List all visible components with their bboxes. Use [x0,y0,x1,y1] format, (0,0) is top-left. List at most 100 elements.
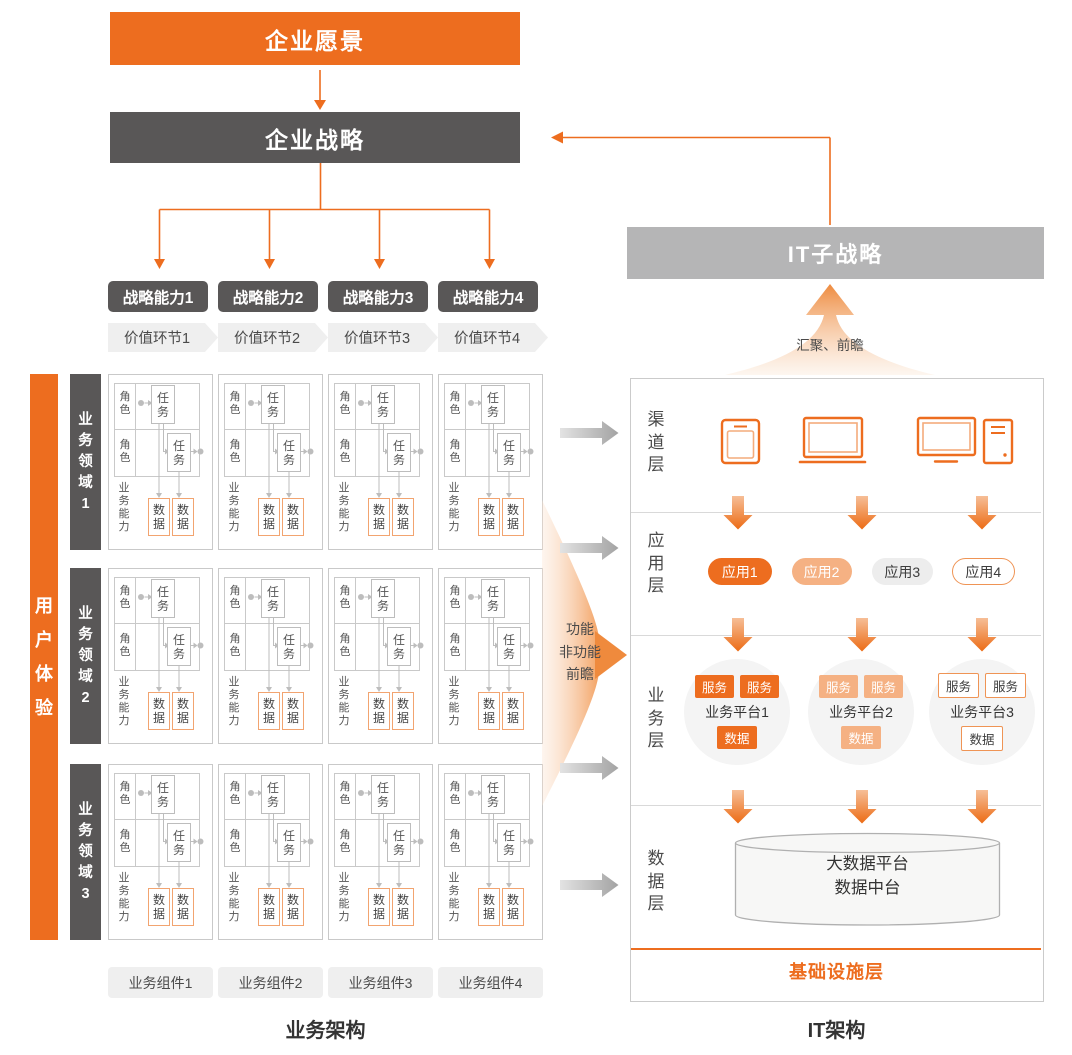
svg-text:数据: 数据 [483,502,495,531]
svg-text:任务: 任务 [267,585,279,613]
svg-text:角色: 角色 [230,632,241,658]
channel-app-divider [631,512,1041,513]
process-cell-r1-c2: 角色 角色 任务 任务 业务能力 数据 数据 [218,374,323,550]
svg-text:数据: 数据 [263,892,275,921]
layer-label-2: 应用层 [647,531,665,595]
business-architecture-caption: 业务架构 [285,1020,366,1042]
svg-text:角色: 角色 [340,584,351,610]
svg-text:数据: 数据 [483,696,495,725]
converge-label: 汇聚、前瞻 [796,338,864,353]
service-badge: 服务 [694,675,734,698]
platform-name: 业务平台2 [829,704,893,720]
svg-text:角色: 角色 [120,632,131,658]
svg-text:角色: 角色 [120,390,131,416]
svg-text:角色: 角色 [450,780,461,806]
it-panel [630,378,1044,1002]
service-badges: 服务 服务 [818,675,904,698]
svg-text:数据: 数据 [373,696,385,725]
svg-text:业务能力: 业务能力 [339,675,350,727]
funnel-text: 功能非功能前瞻 [559,621,601,682]
svg-text:角色: 角色 [230,584,241,610]
svg-text:业务能力: 业务能力 [229,675,240,727]
svg-text:任务: 任务 [283,829,295,857]
svg-text:任务: 任务 [377,585,389,613]
svg-text:业务能力: 业务能力 [449,871,460,923]
svg-text:业务能力: 业务能力 [229,871,240,923]
svg-text:任务: 任务 [157,585,169,613]
tablet-icon [720,418,761,465]
svg-text:业务能力: 业务能力 [339,481,350,533]
svg-text:角色: 角色 [120,438,131,464]
service-badge: 服务 [740,675,780,698]
process-cell-r1-c4: 角色 角色 任务 任务 业务能力 数据 数据 [438,374,543,550]
svg-text:数据: 数据 [483,892,495,921]
svg-text:任务: 任务 [487,585,499,613]
service-badge: 服务 [864,675,904,698]
svg-text:角色: 角色 [230,828,241,854]
data-badge: 数据 [961,726,1003,751]
value-link-chevron-4: 价值环节4 [438,323,548,352]
svg-text:任务: 任务 [283,439,295,467]
value-link-chevron-3: 价值环节3 [328,323,438,352]
svg-text:角色: 角色 [340,632,351,658]
svg-text:任务: 任务 [173,439,185,467]
database-cylinder [734,832,1001,926]
capability-box-3: 战略能力3 [328,281,428,312]
mapping-arrow-2 [560,535,619,561]
svg-text:角色: 角色 [120,780,131,806]
svg-text:数据: 数据 [287,892,299,921]
svg-text:数据: 数据 [177,696,189,725]
app-pill-2: 应用2 [791,558,852,585]
platform-circle-3: 服务 服务 业务平台3 数据 [929,659,1035,765]
svg-text:角色: 角色 [340,780,351,806]
svg-text:任务: 任务 [173,829,185,857]
vision-to-strategy-arrow [314,70,326,110]
process-cell-r2-c3: 角色 角色 任务 任务 业务能力 数据 数据 [328,568,433,744]
service-badge: 服务 [985,673,1027,698]
mapping-arrow-3 [560,755,619,781]
app-business-divider [631,635,1041,636]
app-pill-1: 应用1 [708,558,772,585]
svg-text:角色: 角色 [450,584,461,610]
monitor-icon [916,416,977,463]
layer-label-1: 渠道层 [647,410,665,474]
svg-text:角色: 角色 [450,828,461,854]
svg-text:数据: 数据 [397,696,409,725]
svg-text:任务: 任务 [377,391,389,419]
svg-text:角色: 角色 [230,390,241,416]
svg-text:任务: 任务 [173,633,185,661]
functional-funnel-arrow [542,500,627,806]
svg-text:任务: 任务 [503,439,515,467]
business-data-divider [631,805,1041,806]
svg-text:数据: 数据 [287,696,299,725]
svg-text:数据: 数据 [397,502,409,531]
svg-text:任务: 任务 [157,391,169,419]
business-component-4: 业务组件4 [438,967,543,998]
converge-funnel-arrow [725,284,935,375]
tower-icon [982,418,1014,465]
svg-text:数据: 数据 [153,892,165,921]
svg-text:任务: 任务 [267,781,279,809]
process-cell-r3-c4: 角色 角色 任务 任务 业务能力 数据 数据 [438,764,543,940]
svg-text:任务: 任务 [393,633,405,661]
svg-text:角色: 角色 [450,438,461,464]
svg-text:数据: 数据 [153,696,165,725]
svg-text:数据: 数据 [263,696,275,725]
data-badge: 数据 [841,726,881,749]
svg-text:数据: 数据 [153,502,165,531]
service-badge: 服务 [818,675,858,698]
svg-text:业务能力: 业务能力 [449,675,460,727]
svg-text:业务能力: 业务能力 [119,481,130,533]
platform-name: 业务平台1 [705,704,769,720]
svg-text:任务: 任务 [377,781,389,809]
down-arrow-c2-s3 [847,790,877,824]
svg-text:角色: 角色 [450,632,461,658]
svg-text:任务: 任务 [393,439,405,467]
capability-box-4: 战略能力4 [438,281,538,312]
svg-text:角色: 角色 [230,780,241,806]
service-badges: 服务 服务 [937,673,1027,698]
